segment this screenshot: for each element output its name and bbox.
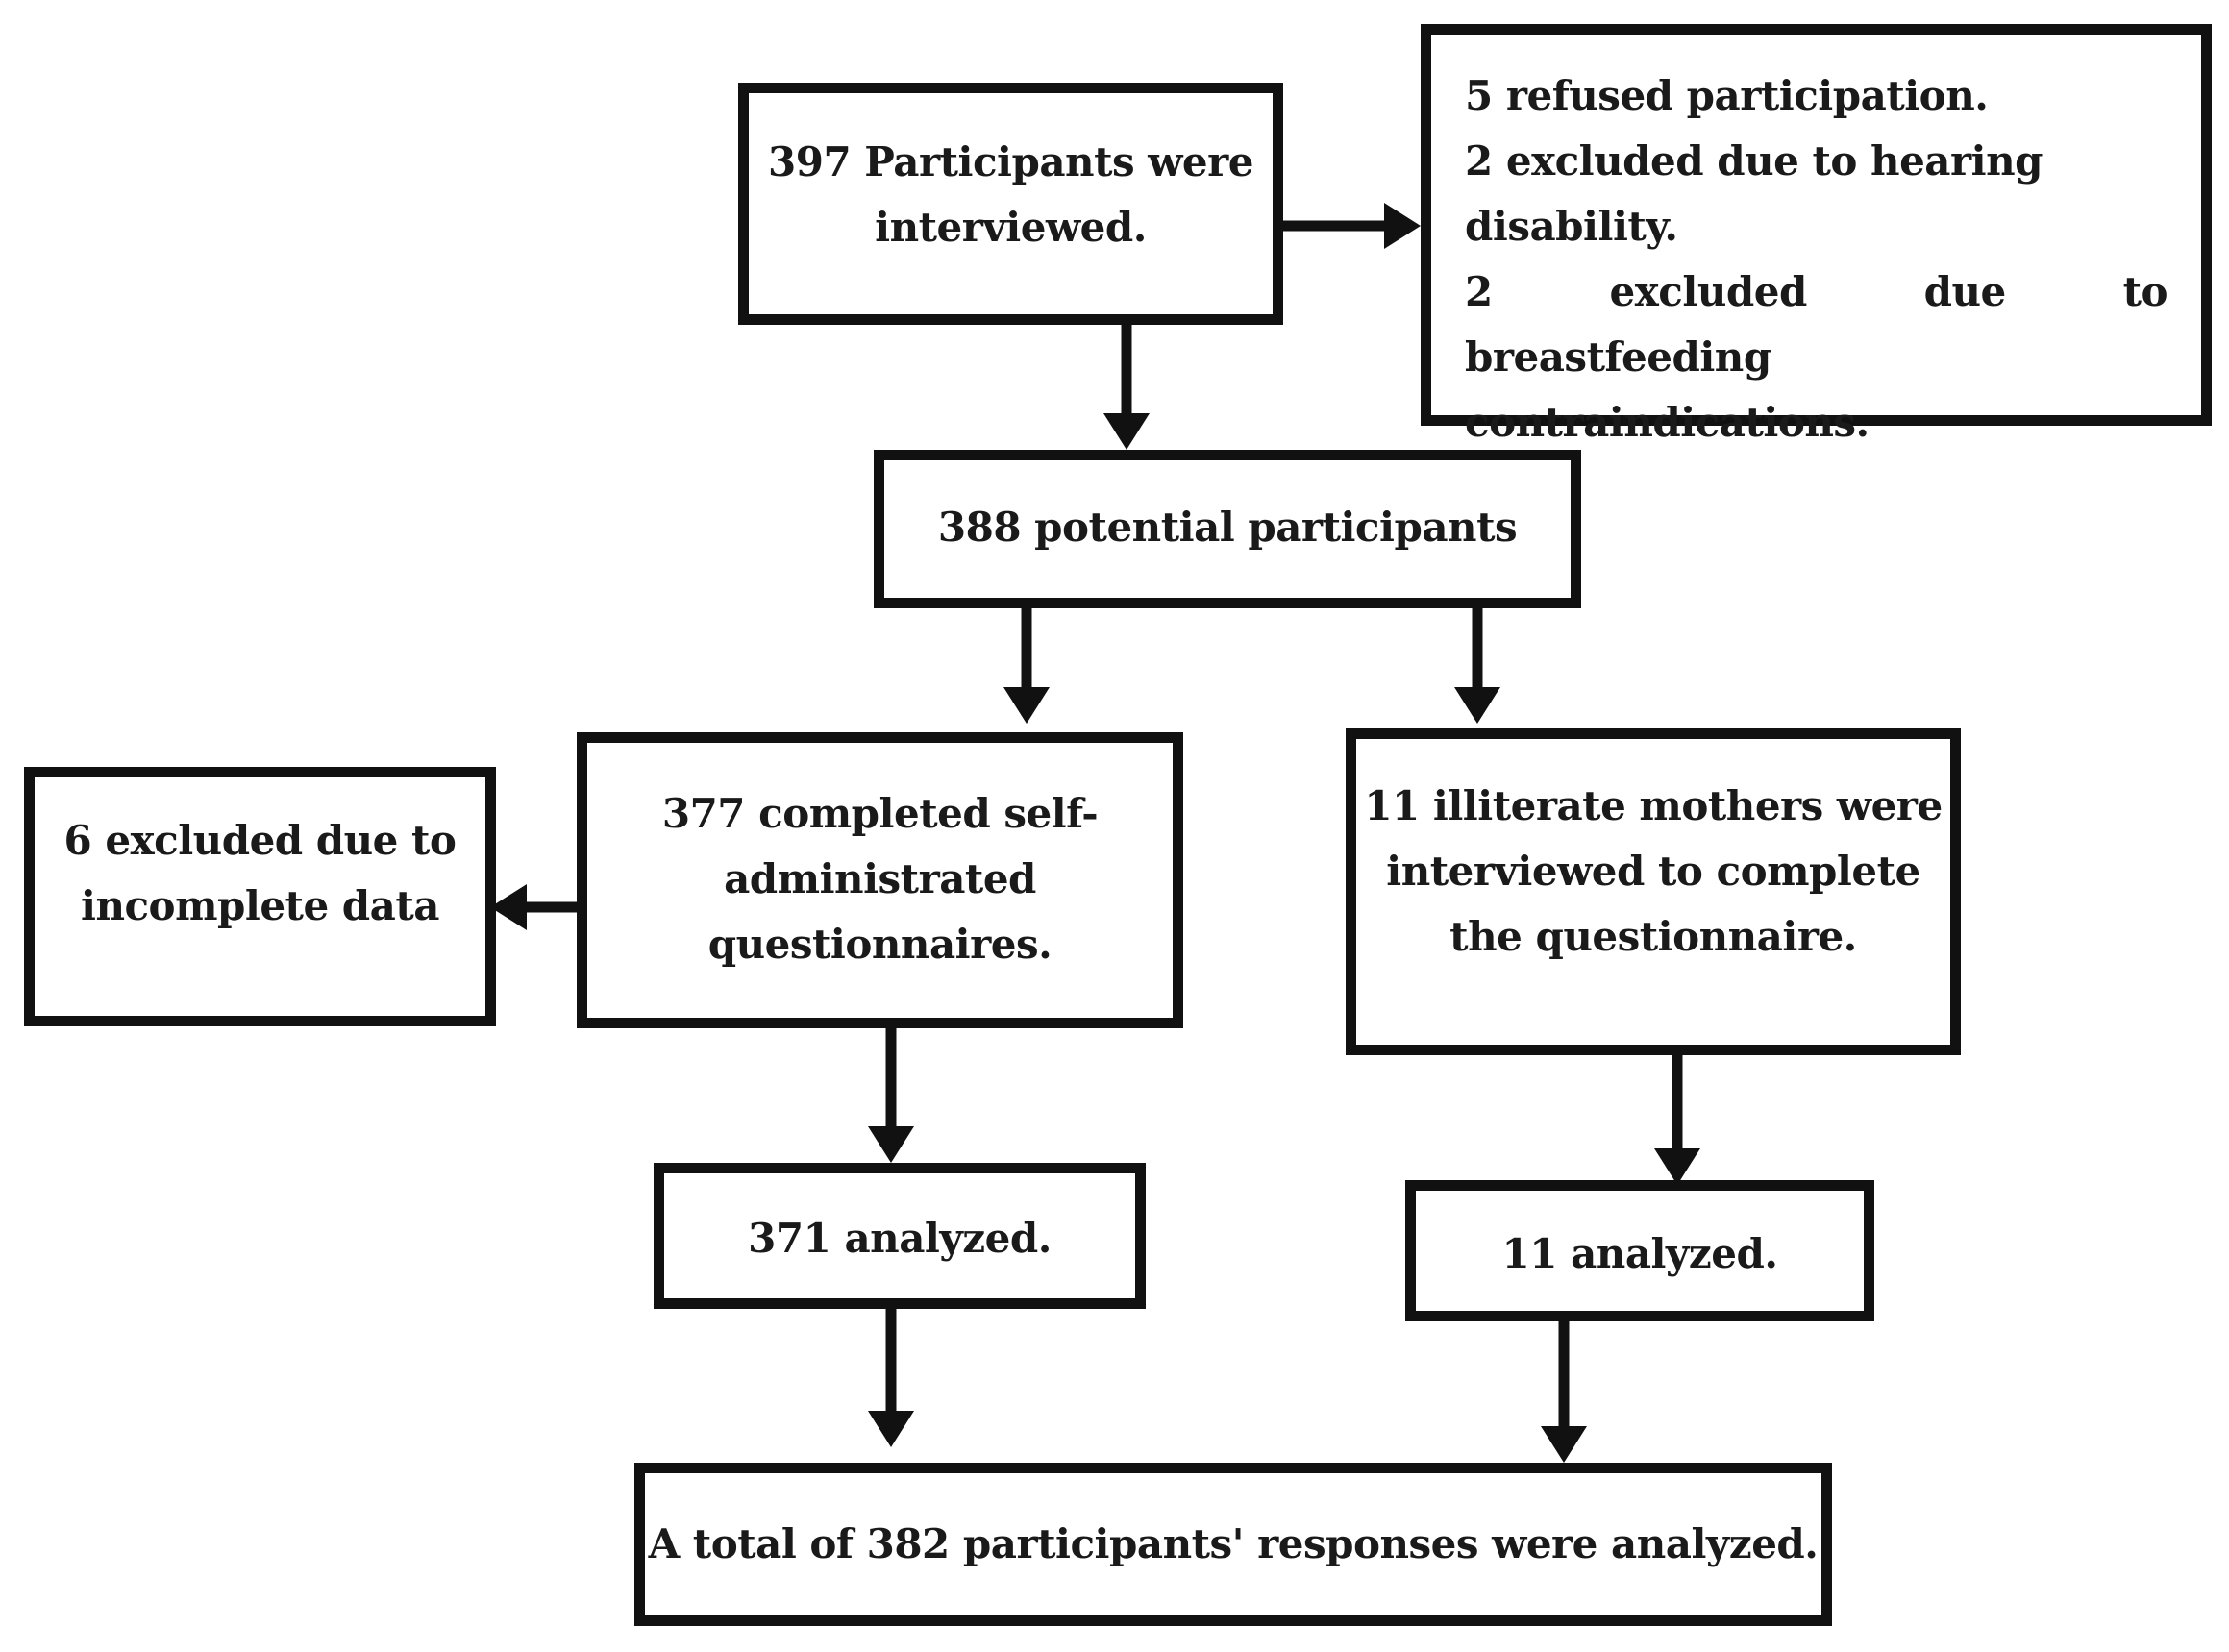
arrowhead-down	[868, 1411, 914, 1447]
illiterate-box: 11 illiterate mothers were interviewed t…	[1346, 728, 1961, 1055]
analyzed-illiterate-box: 11 analyzed.	[1405, 1180, 1874, 1321]
self-administered-text: 377 completed self- administrated questi…	[587, 781, 1173, 977]
self-administered-line-3: questionnaires.	[707, 921, 1053, 968]
total-analyzed-box: A total of 382 participants' responses w…	[634, 1463, 1832, 1626]
arrowhead-down	[1654, 1148, 1700, 1185]
arrowhead-right	[1384, 203, 1421, 249]
analyzed-self-line-1: 371 analyzed.	[748, 1215, 1052, 1262]
potential-box: 388 potential participants	[874, 450, 1581, 608]
exclusion-contraindications: contraindications.	[1465, 399, 1870, 446]
illiterate-text: 11 illiterate mothers were interviewed t…	[1356, 774, 1950, 970]
arrowhead-left	[490, 884, 527, 930]
potential-text: 388 potential participants	[884, 495, 1571, 560]
exclusion-hearing: 2 excluded due to hearing disability.	[1465, 137, 2043, 250]
incomplete-excluded-box: 6 excluded due to incomplete data	[24, 767, 496, 1026]
potential-line-1: 388 potential participants	[937, 504, 1518, 551]
self-administered-box: 377 completed self- administrated questi…	[577, 732, 1183, 1028]
total-analyzed-line-1: A total of 382 participants' responses w…	[648, 1520, 1819, 1567]
interviewed-line-1: 397 Participants were	[768, 138, 1253, 185]
illiterate-line-1: 11 illiterate mothers were	[1364, 782, 1943, 829]
exclusion-refused: 5 refused participation.	[1465, 72, 1989, 119]
self-administered-line-1: 377 completed self-	[661, 790, 1099, 837]
exclusions-box: 5 refused participation. 2 excluded due …	[1421, 24, 2212, 446]
analyzed-self-box: 371 analyzed.	[654, 1163, 1146, 1309]
analyzed-self-text: 371 analyzed.	[664, 1206, 1135, 1271]
incomplete-excluded-text: 6 excluded due to incomplete data	[35, 808, 485, 939]
illiterate-line-2: interviewed to complete	[1386, 848, 1920, 895]
analyzed-illiterate-text: 11 analyzed.	[1416, 1221, 1864, 1287]
total-analyzed-text: A total of 382 participants' responses w…	[645, 1512, 1821, 1577]
arrowhead-down	[1541, 1426, 1587, 1463]
exclusion-breastfeeding: 2 excluded due to breastfeeding	[1465, 268, 2168, 381]
interviewed-box: 397 Participants were interviewed.	[738, 83, 1283, 325]
exclusions-text: 5 refused participation. 2 excluded due …	[1465, 63, 2168, 456]
incomplete-line-1: 6 excluded due to	[63, 817, 457, 864]
incomplete-line-2: incomplete data	[80, 882, 440, 929]
arrowhead-down	[1003, 687, 1050, 724]
arrowhead-down	[1103, 413, 1150, 450]
illiterate-line-3: the questionnaire.	[1449, 913, 1857, 960]
self-administered-line-2: administrated	[724, 855, 1036, 902]
arrowhead-down	[868, 1126, 914, 1163]
interviewed-text: 397 Participants were interviewed.	[749, 130, 1273, 260]
interviewed-line-2: interviewed.	[875, 204, 1147, 251]
arrowhead-down	[1454, 687, 1500, 724]
analyzed-illiterate-line-1: 11 analyzed.	[1501, 1230, 1778, 1277]
